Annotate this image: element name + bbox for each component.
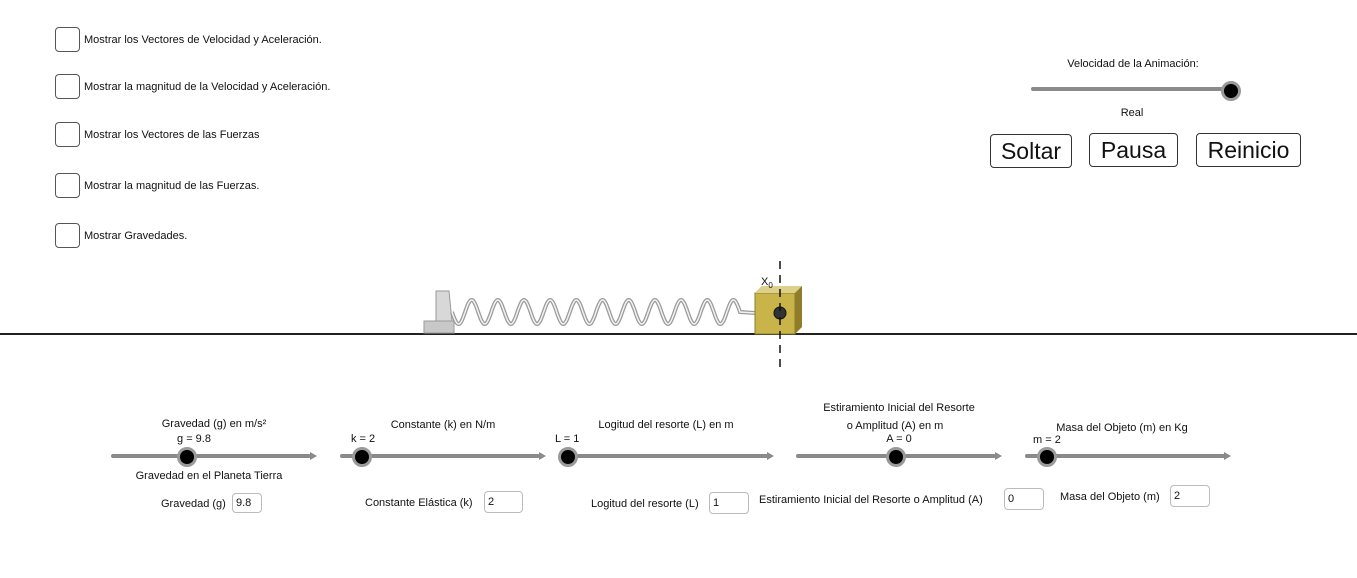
k-field-label: Constante Elástica (k) bbox=[365, 497, 473, 509]
amplitude-slider-readout: A = 0 bbox=[886, 433, 912, 445]
animation-speed-title: Velocidad de la Animación: bbox=[1067, 58, 1199, 70]
gravity-slider-knob[interactable] bbox=[177, 447, 197, 467]
gravity-input[interactable] bbox=[232, 493, 262, 513]
checkbox-box[interactable] bbox=[55, 223, 80, 248]
checkbox-velocity-magnitude[interactable]: Mostrar la magnitud de la Velocidad y Ac… bbox=[55, 74, 330, 99]
gravity-field-label: Gravedad (g) bbox=[161, 498, 226, 510]
animation-speed-mode: Real bbox=[1120, 107, 1144, 119]
mass-field-label: Masa del Objeto (m) bbox=[1060, 491, 1160, 503]
checkbox-label: Mostrar los Vectores de las Fuerzas bbox=[84, 128, 260, 141]
gravity-note: Gravedad en el Planeta Tierra bbox=[135, 470, 283, 482]
checkbox-velocity-vectors[interactable]: Mostrar los Vectores de Velocidad y Acel… bbox=[55, 27, 322, 52]
x0-label: X0 bbox=[761, 276, 773, 290]
amplitude-slider-knob[interactable] bbox=[886, 447, 906, 467]
mass-input[interactable] bbox=[1170, 485, 1210, 507]
checkbox-gravities[interactable]: Mostrar Gravedades. bbox=[55, 223, 187, 248]
checkbox-label: Mostrar los Vectores de Velocidad y Acel… bbox=[84, 33, 322, 46]
length-input[interactable] bbox=[709, 492, 749, 514]
checkbox-box[interactable] bbox=[55, 173, 80, 198]
length-field-label: Logitud del resorte (L) bbox=[591, 498, 699, 510]
gravity-slider-readout: g = 9.8 bbox=[177, 433, 211, 445]
checkbox-label: Mostrar la magnitud de las Fuerzas. bbox=[84, 179, 260, 192]
gravity-slider-title: Gravedad (g) en m/s² bbox=[161, 418, 267, 430]
mass-slider-knob[interactable] bbox=[1037, 447, 1057, 467]
reset-button[interactable]: Reinicio bbox=[1196, 133, 1301, 167]
spring-coil-highlight bbox=[451, 299, 756, 325]
length-slider-title: Logitud del resorte (L) en m bbox=[598, 419, 734, 431]
amplitude-field-label: Estiramiento Inicial del Resorte o Ampli… bbox=[759, 494, 983, 506]
k-input[interactable] bbox=[484, 491, 523, 513]
spring-scene bbox=[0, 261, 1357, 369]
mass-slider-track[interactable] bbox=[1025, 452, 1231, 460]
mass-block[interactable] bbox=[754, 286, 802, 335]
amplitude-slider-title-line1: Estiramiento Inicial del Resorte bbox=[823, 402, 975, 414]
amplitude-input[interactable] bbox=[1004, 488, 1044, 510]
pause-button[interactable]: Pausa bbox=[1089, 133, 1178, 167]
spring-coil bbox=[450, 297, 756, 327]
length-slider-readout: L = 1 bbox=[555, 433, 580, 445]
checkbox-box[interactable] bbox=[55, 74, 80, 99]
wall-anchor bbox=[423, 290, 455, 334]
k-slider-knob[interactable] bbox=[352, 447, 372, 467]
mass-slider-readout: m = 2 bbox=[1033, 434, 1061, 446]
length-slider-knob[interactable] bbox=[558, 447, 578, 467]
checkbox-box[interactable] bbox=[55, 27, 80, 52]
k-slider-title: Constante (k) en N/m bbox=[390, 419, 496, 431]
length-slider-track[interactable] bbox=[568, 452, 774, 460]
checkbox-label: Mostrar la magnitud de la Velocidad y Ac… bbox=[84, 80, 331, 93]
checkbox-label: Mostrar Gravedades. bbox=[84, 229, 188, 242]
release-button[interactable]: Soltar bbox=[990, 134, 1072, 168]
animation-speed-knob[interactable] bbox=[1221, 81, 1241, 101]
checkbox-box[interactable] bbox=[55, 122, 80, 147]
k-slider-track[interactable] bbox=[340, 452, 546, 460]
mass-slider-title: Masa del Objeto (m) en Kg bbox=[1056, 422, 1188, 434]
gravity-slider-track[interactable] bbox=[111, 452, 317, 460]
animation-speed-track[interactable] bbox=[1031, 85, 1237, 93]
k-slider-readout: k = 2 bbox=[351, 433, 376, 445]
checkbox-force-magnitude[interactable]: Mostrar la magnitud de las Fuerzas. bbox=[55, 173, 259, 198]
amplitude-slider-title-line2: o Amplitud (A) en m bbox=[846, 420, 944, 432]
checkbox-force-vectors[interactable]: Mostrar los Vectores de las Fuerzas bbox=[55, 122, 259, 147]
